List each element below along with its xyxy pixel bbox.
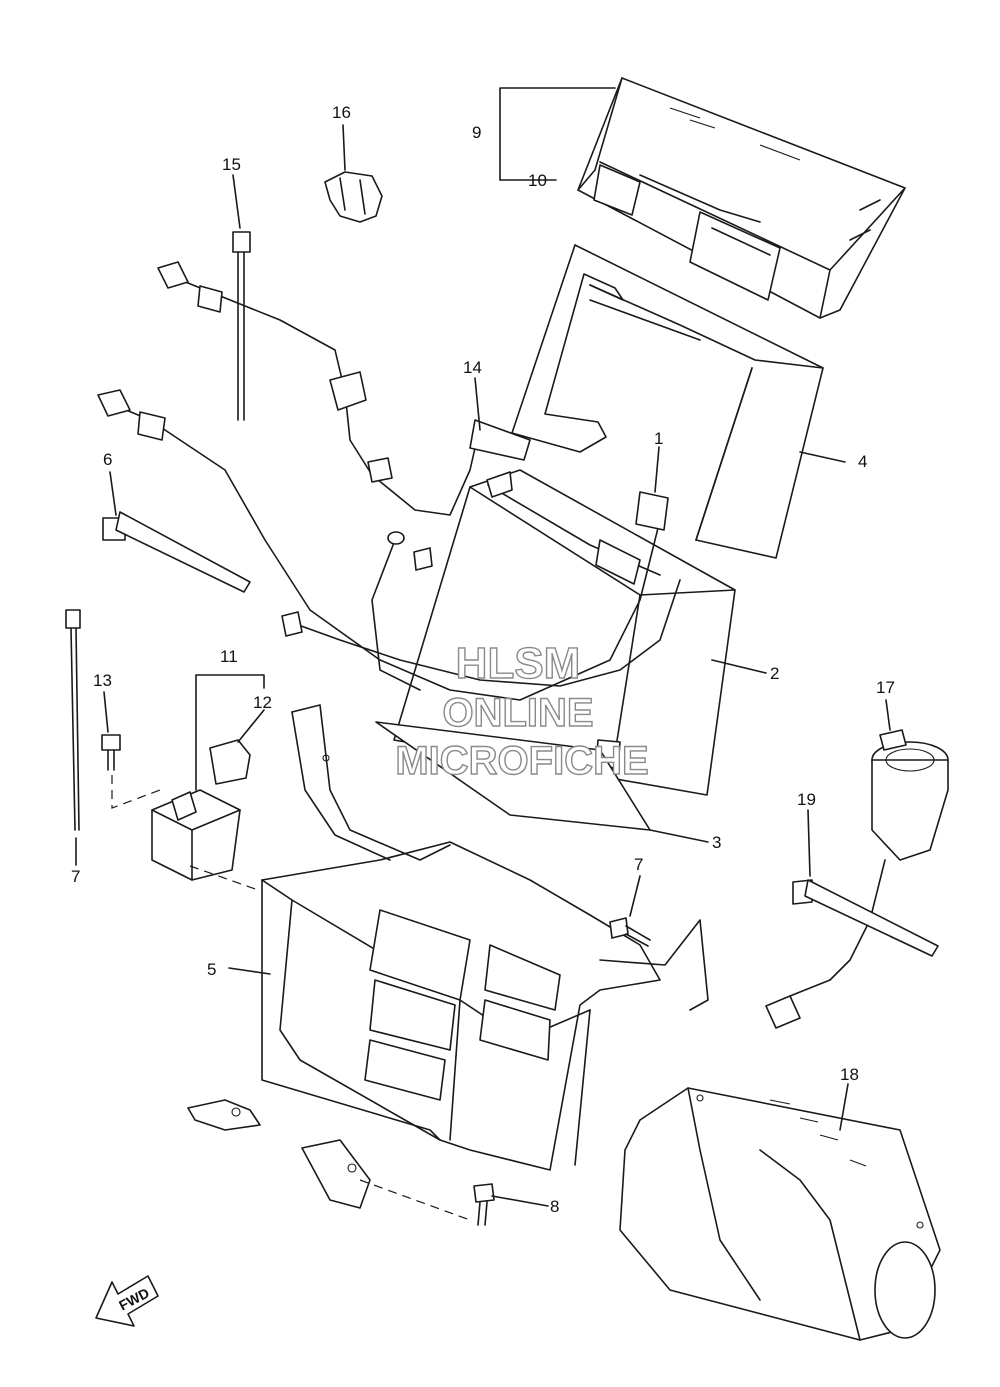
- watermark: HLSM ONLINE MICROFICHE: [395, 638, 650, 783]
- callout-18: 18: [840, 1065, 859, 1084]
- watermark-line-1: HLSM: [456, 639, 581, 688]
- cable-tie-part-2[interactable]: [65, 609, 81, 831]
- callout-5: 5: [207, 960, 216, 979]
- battery-box-part[interactable]: [187, 704, 709, 1221]
- negative-cable-part[interactable]: [97, 389, 669, 701]
- callout-12: 12: [253, 693, 272, 712]
- callout-7-left: 7: [71, 867, 80, 886]
- callout-14: 14: [463, 358, 482, 377]
- callout-17: 17: [876, 678, 895, 697]
- sub-harness-part[interactable]: [281, 531, 681, 691]
- battery-cover-part[interactable]: [577, 77, 906, 319]
- watermark-line-3: MICROFICHE: [395, 739, 648, 783]
- callout-16: 16: [332, 103, 351, 122]
- callout-7-right: 7: [634, 855, 643, 874]
- band-part[interactable]: [102, 511, 251, 593]
- callout-11: 11: [220, 647, 238, 666]
- callout-9: 9: [472, 123, 481, 142]
- callout-labels: 1 2 3 4 5 6 7 7 8 9 10 11 12 13 14 15 16…: [71, 103, 895, 1216]
- leader-lines: [75, 87, 891, 1207]
- forward-direction-arrow: FWD: [95, 1275, 159, 1327]
- cable-tie-part[interactable]: [232, 231, 251, 421]
- callout-6: 6: [103, 450, 112, 469]
- callout-13: 13: [93, 671, 112, 690]
- dc-socket-part[interactable]: [765, 729, 949, 1029]
- callout-19: 19: [797, 790, 816, 809]
- watermark-line-2: ONLINE: [442, 691, 593, 735]
- callout-15: 15: [222, 155, 241, 174]
- clamp-part[interactable]: [324, 171, 383, 223]
- band-part-2[interactable]: [792, 879, 939, 957]
- bolt-part-3[interactable]: [473, 1183, 495, 1226]
- callout-10: 10: [528, 171, 547, 190]
- relay-part[interactable]: [151, 789, 259, 891]
- callout-3: 3: [712, 833, 721, 852]
- fuse-part[interactable]: [209, 739, 251, 785]
- bolt-part-2[interactable]: [609, 917, 651, 947]
- battery-part[interactable]: [393, 469, 736, 796]
- battery-band-part[interactable]: [511, 244, 824, 559]
- heat-protector-part[interactable]: [619, 1087, 941, 1341]
- callout-4: 4: [858, 452, 867, 471]
- callout-2: 2: [770, 664, 779, 683]
- positive-cable-part[interactable]: [157, 261, 531, 516]
- callout-1: 1: [654, 429, 663, 448]
- bolt-part[interactable]: [101, 734, 161, 809]
- callout-8: 8: [550, 1197, 559, 1216]
